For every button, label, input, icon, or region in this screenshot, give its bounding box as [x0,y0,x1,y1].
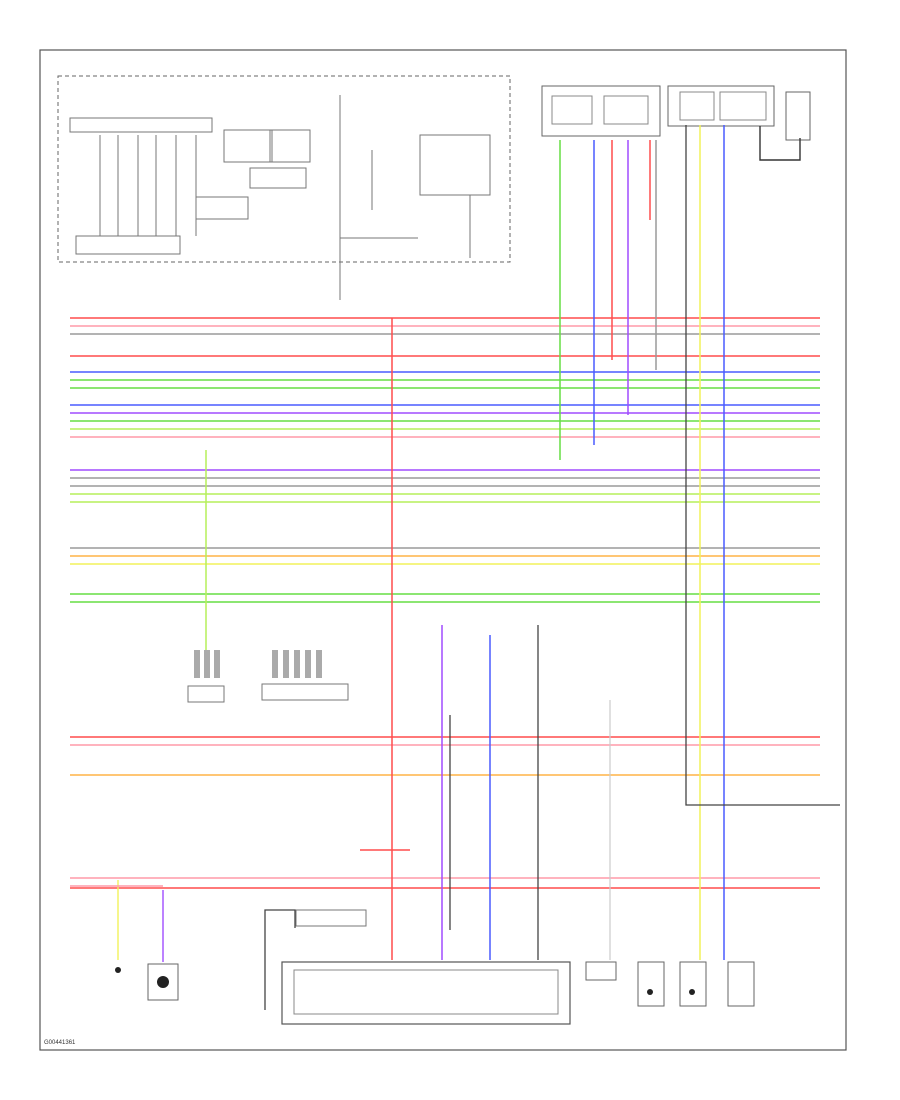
control-subunit-box [69,117,213,133]
horizontal-wire-bundle [70,317,820,889]
module-box [667,85,775,127]
switch-box [727,961,755,1007]
transmission-assembly [281,961,571,1025]
connector [214,650,220,678]
connector-group-mid [261,650,349,701]
vertical-wire-drops [205,125,725,960]
top-right-modules [541,85,811,161]
solenoid-box [637,961,665,1007]
ground-wire [759,126,801,161]
connector-housing [187,685,225,703]
dark-wire [264,909,296,1010]
diagram-frame [39,49,847,1051]
connector [272,650,278,678]
control-subunit-box [75,235,181,255]
ground-symbol [647,989,653,995]
connector [283,650,289,678]
sensor-box [147,963,179,1001]
module-box [541,85,661,137]
control-module [57,75,511,300]
module-box [603,95,649,125]
control-module-outline [57,75,511,263]
dark-wire [685,125,840,806]
connector-group-left [187,650,225,703]
sensor-box [785,91,811,141]
module-box [551,95,593,125]
connector-housing [261,683,349,701]
control-subunit-box [249,167,307,189]
bottom-components [70,700,755,1025]
connector [194,650,200,678]
sensor-box [585,961,617,981]
ground-symbol [689,989,695,995]
dark-conductors [264,125,840,1010]
module-box [719,91,767,121]
control-subunit-box [269,129,311,163]
solenoid-box [679,961,707,1007]
connector-module [295,909,367,927]
sensor-symbol [157,976,169,988]
control-subunit-box [223,129,273,163]
connector [316,650,322,678]
connector [305,650,311,678]
transmission-assembly-inner [293,969,559,1015]
ground-symbol [115,967,121,973]
diagram-id: G00441361 [44,1040,76,1046]
control-subunit-box [195,196,249,220]
connector [294,650,300,678]
connector [204,650,210,678]
control-subunit-box [419,134,491,196]
module-box [679,91,715,121]
